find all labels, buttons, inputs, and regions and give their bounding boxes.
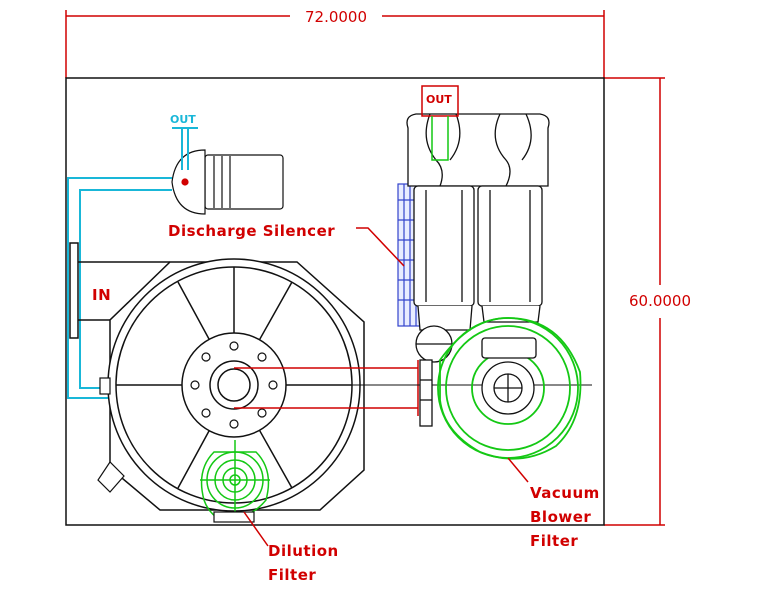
blower-out-label: OUT: [426, 93, 452, 106]
silencer-elbow: [415, 325, 453, 427]
dilution-filter-label-line1: Dilution: [268, 542, 339, 560]
dilution-filter-label-line2: Filter: [268, 566, 316, 584]
vacuum-blower-filter-label-line1: Vacuum: [530, 484, 600, 502]
skid-base: [65, 77, 605, 526]
blower-connection-piping: [234, 360, 419, 416]
inlet-flange: [69, 242, 170, 339]
discharge-silencer-unit: [171, 149, 284, 215]
vacuum-blower-filter-label-line2: Blower: [530, 508, 591, 526]
discharge-piping: [67, 127, 198, 399]
vessel-nozzles: [97, 377, 125, 493]
height-dimension-text: 60.0000: [629, 292, 691, 310]
width-dimension: [65, 10, 605, 78]
vacuum-blower-core: [481, 337, 537, 415]
blower-cans: [406, 113, 550, 331]
vacuum-blower-filter: [437, 317, 582, 460]
dilution-filter-base: [213, 511, 255, 523]
hub-bolt-holes: [190, 341, 278, 429]
blower-outlet-green: [431, 116, 449, 161]
width-dimension-text: 72.0000: [305, 8, 367, 26]
separator-vessel: [107, 258, 365, 512]
leader-lines: [243, 227, 529, 547]
vacuum-blower-filter-label-line3: Filter: [530, 532, 578, 550]
discharge-silencer-label: Discharge Silencer: [168, 222, 335, 240]
discharge-out-label: OUT: [170, 113, 196, 126]
inlet-label: IN: [92, 286, 111, 304]
blower-outlet-box: [421, 85, 459, 117]
height-dimension: [604, 77, 665, 526]
